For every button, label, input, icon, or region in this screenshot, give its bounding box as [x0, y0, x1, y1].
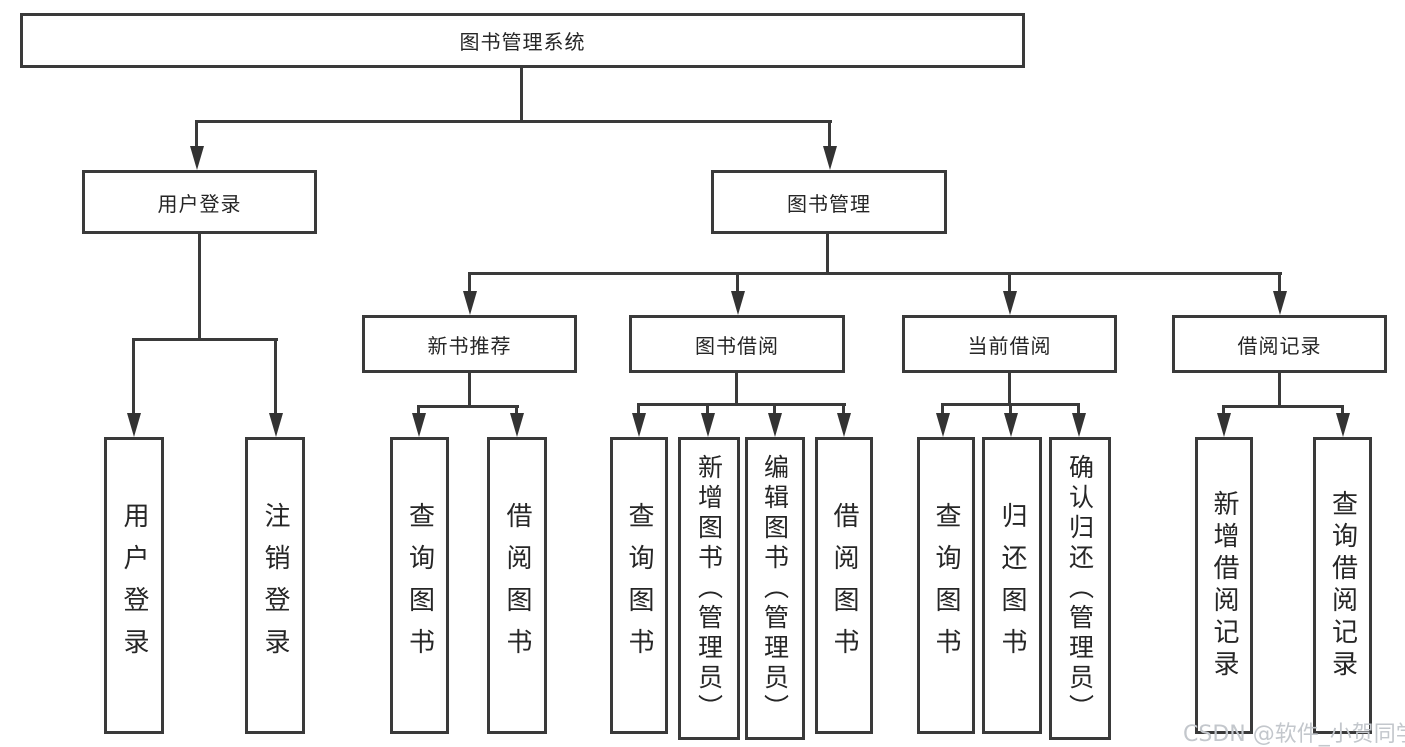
- connector-line: [132, 338, 135, 415]
- node-new-book-recommend: 新书推荐: [362, 315, 577, 373]
- node-book-borrow: 图书借阅: [629, 315, 845, 373]
- leaf-label: 查询图书: [404, 501, 435, 670]
- leaf-label: 查询借阅记录: [1327, 489, 1358, 682]
- arrow-down-icon: [190, 146, 204, 170]
- leaf-newbook-query-book: 查询图书: [390, 437, 449, 734]
- arrow-down-icon: [1072, 413, 1086, 437]
- arrow-down-icon: [1273, 291, 1287, 315]
- arrow-down-icon: [1336, 413, 1350, 437]
- connector-line: [1009, 403, 1012, 417]
- connector-line: [198, 234, 201, 341]
- connector-line: [1077, 403, 1080, 417]
- arrow-down-icon: [632, 413, 646, 437]
- leaf-record-add-borrow-record: 新增借阅记录: [1195, 437, 1253, 734]
- connector-line: [1222, 405, 1344, 408]
- node-label: 图书管理: [787, 191, 871, 216]
- arrow-down-icon: [837, 413, 851, 437]
- connector-line: [132, 338, 278, 341]
- node-current-borrow: 当前借阅: [902, 315, 1117, 373]
- connector-line: [637, 403, 640, 417]
- arrow-down-icon: [731, 291, 745, 315]
- connector-line: [828, 120, 831, 148]
- connector-line: [195, 120, 198, 148]
- connector-line: [468, 272, 471, 294]
- leaf-borrow-query-book: 查询图书: [610, 437, 668, 734]
- connector-line: [468, 373, 471, 407]
- arrow-down-icon: [412, 413, 426, 437]
- node-book-management: 图书管理: [711, 170, 947, 234]
- leaf-current-query-book: 查询图书: [917, 437, 975, 734]
- connector-line: [1341, 405, 1344, 417]
- connector-line: [736, 272, 739, 294]
- arrow-down-icon: [768, 413, 782, 437]
- leaf-label: 新增借阅记录: [1209, 489, 1239, 682]
- connector-line: [1008, 272, 1011, 294]
- connector-line: [1278, 272, 1281, 294]
- connector-line: [735, 373, 738, 405]
- node-borrow-record: 借阅记录: [1172, 315, 1387, 373]
- connector-line: [274, 338, 277, 415]
- connector-line: [1278, 373, 1281, 407]
- leaf-label: 用户登录: [119, 501, 149, 670]
- connector-line: [826, 234, 829, 274]
- connector-line: [1008, 373, 1011, 405]
- connector-line: [520, 68, 523, 122]
- leaf-label: 确认归还（管理员）: [1065, 453, 1095, 724]
- arrow-down-icon: [1217, 413, 1231, 437]
- leaf-label: 查询图书: [931, 501, 961, 670]
- connector-line: [1222, 405, 1225, 417]
- leaf-newbook-borrow-book: 借阅图书: [487, 437, 547, 734]
- node-label: 用户登录: [157, 191, 242, 216]
- leaf-label: 借阅图书: [502, 501, 532, 670]
- leaf-current-confirm-return-admin: 确认归还（管理员）: [1049, 437, 1111, 740]
- leaf-record-query-borrow-record: 查询借阅记录: [1313, 437, 1372, 734]
- leaf-label: 借阅图书: [829, 501, 859, 670]
- connector-line: [515, 405, 518, 417]
- connector-line: [637, 403, 846, 406]
- leaf-label: 注销登录: [260, 501, 290, 670]
- leaf-user-login: 用户登录: [104, 437, 164, 734]
- arrow-down-icon: [1004, 413, 1018, 437]
- leaf-logout: 注销登录: [245, 437, 305, 734]
- leaf-borrow-edit-book-admin: 编辑图书（管理员）: [745, 437, 805, 740]
- arrow-down-icon: [701, 413, 715, 437]
- node-label: 图书管理系统: [459, 30, 586, 54]
- node-user-login-group: 用户登录: [82, 170, 317, 234]
- leaf-borrow-add-book-admin: 新增图书（管理员）: [678, 437, 740, 740]
- arrow-down-icon: [823, 146, 837, 170]
- arrow-down-icon: [127, 413, 141, 437]
- node-label: 借阅记录: [1237, 333, 1322, 358]
- connector-line: [417, 405, 420, 417]
- connector-line: [468, 272, 1282, 275]
- leaf-label: 编辑图书（管理员）: [760, 453, 790, 724]
- leaf-borrow-borrow-book: 借阅图书: [815, 437, 873, 734]
- arrow-down-icon: [463, 291, 477, 315]
- leaf-label: 新增图书（管理员）: [694, 453, 724, 724]
- arrow-down-icon: [510, 413, 524, 437]
- connector-line: [941, 403, 944, 417]
- node-label: 图书借阅: [695, 333, 779, 358]
- csdn-watermark: CSDN @软件_小贺同学: [1183, 722, 1405, 747]
- node-label: 新书推荐: [427, 333, 512, 358]
- connector-line: [842, 403, 845, 417]
- leaf-current-return-book: 归还图书: [982, 437, 1042, 734]
- arrow-down-icon: [269, 413, 283, 437]
- connector-line: [417, 405, 519, 408]
- connector-line: [706, 403, 709, 417]
- node-label: 当前借阅: [967, 333, 1052, 358]
- arrow-down-icon: [1003, 291, 1017, 315]
- connector-line: [195, 120, 832, 123]
- leaf-label: 归还图书: [997, 501, 1027, 670]
- leaf-label: 查询图书: [624, 501, 654, 670]
- connector-line: [773, 403, 776, 417]
- arrow-down-icon: [936, 413, 950, 437]
- node-library-management-system: 图书管理系统: [20, 13, 1025, 68]
